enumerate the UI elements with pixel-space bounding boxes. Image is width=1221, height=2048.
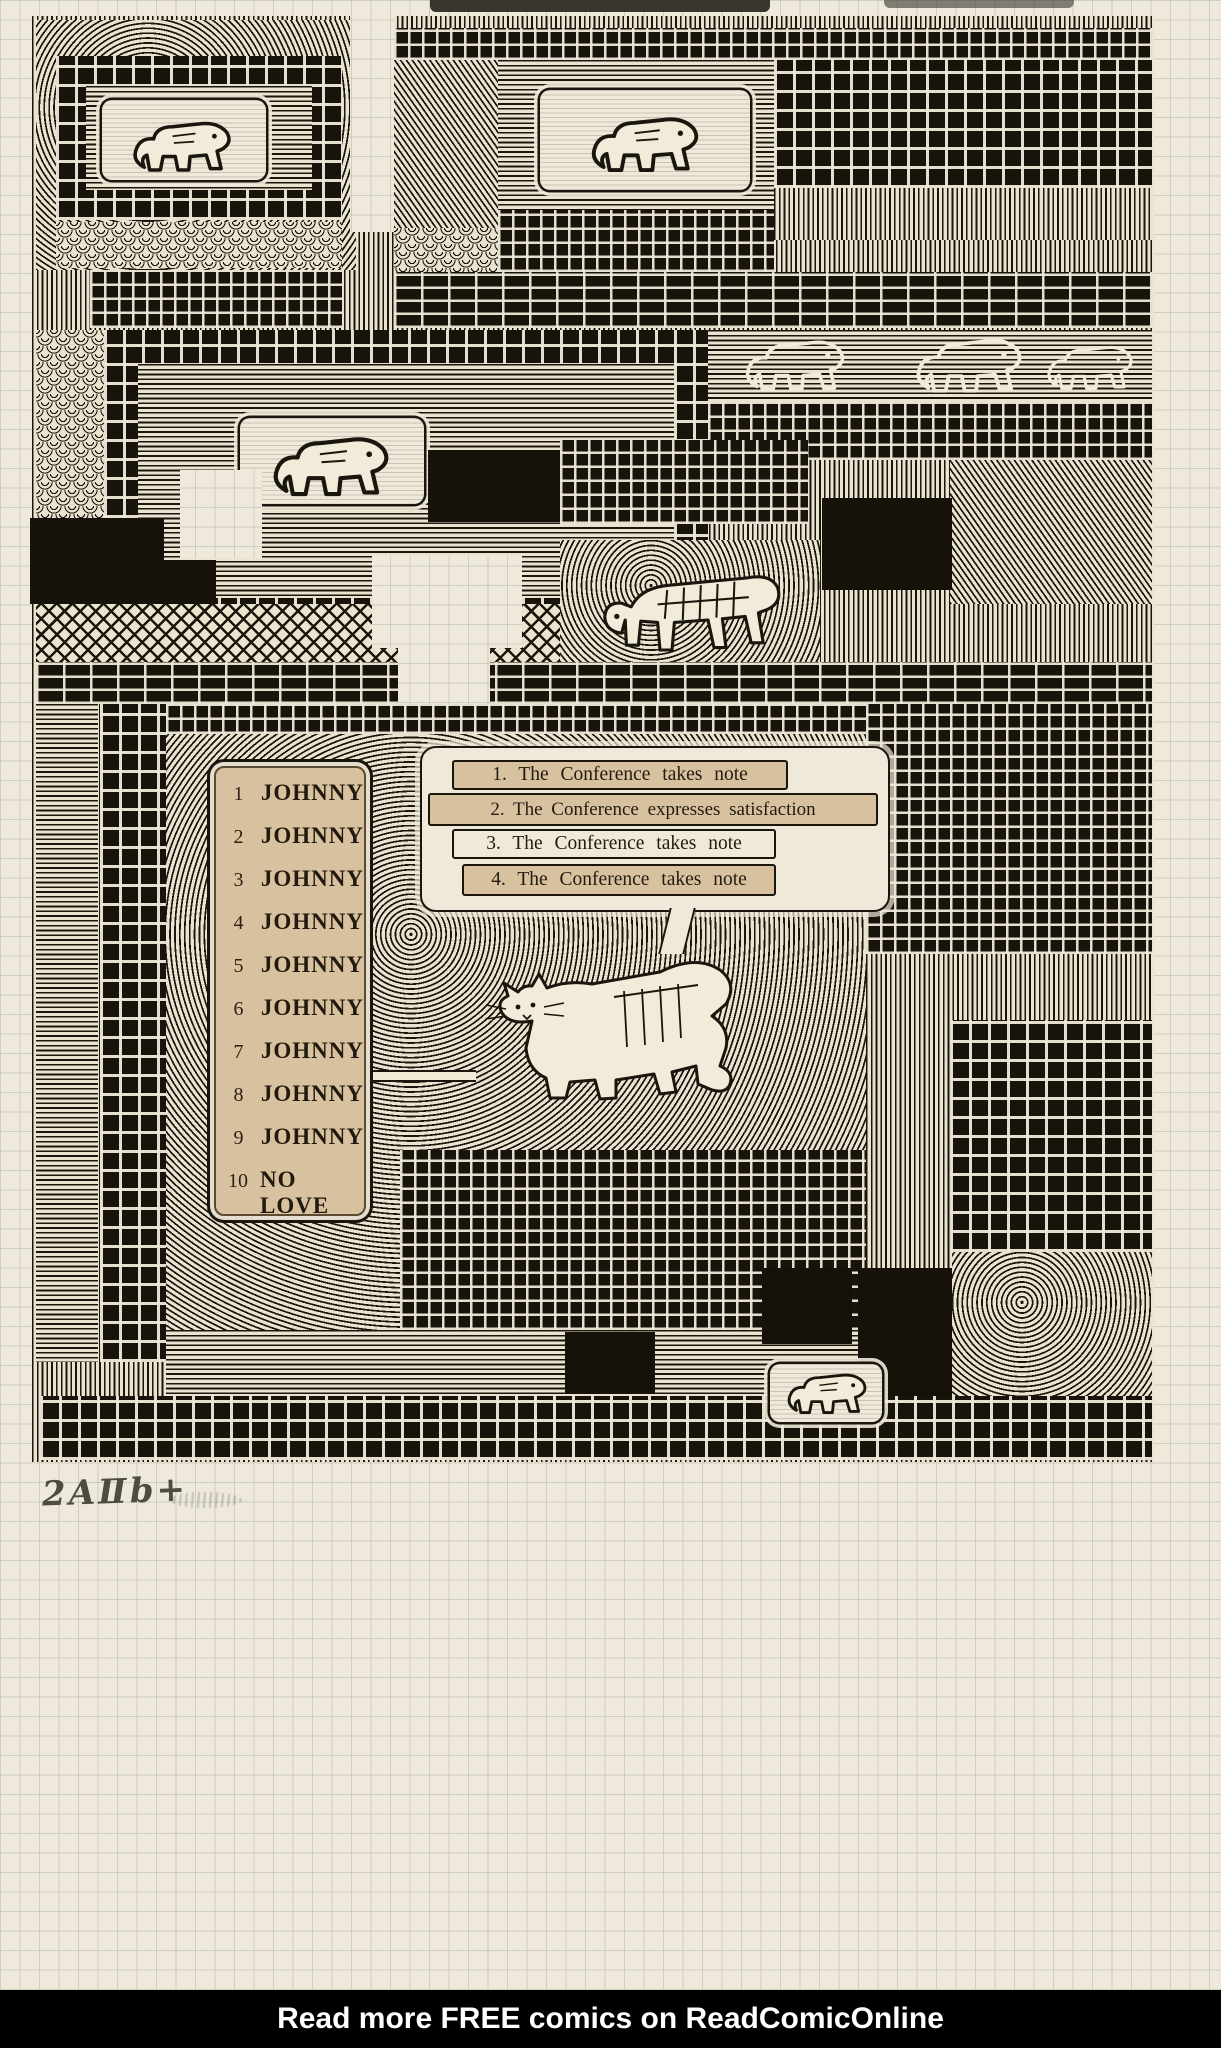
johnny-row: 4 JOHNNY	[216, 909, 364, 952]
johnny-number: 8	[233, 1084, 244, 1106]
tile-mosaic-block	[708, 402, 1152, 460]
johnny-word: JOHNNY	[260, 823, 364, 848]
small-creature-figure	[591, 117, 699, 172]
striation-block	[394, 60, 498, 228]
outline-creature-figure	[1047, 345, 1133, 390]
small-creature-figure	[787, 1373, 867, 1414]
johnny-word: JOHNNY	[260, 995, 364, 1020]
tile-mosaic-block	[166, 704, 866, 734]
brick-pattern-block	[394, 272, 1152, 328]
tile-mosaic-block	[498, 210, 774, 272]
ink-square	[565, 1332, 655, 1394]
tile-mosaic-block	[90, 270, 342, 328]
ink-square	[822, 498, 952, 590]
johnny-number: 1	[233, 783, 244, 805]
paper-gap	[180, 470, 262, 558]
johnny-number: 9	[233, 1127, 244, 1149]
johnny-row: 9 JOHNNY	[216, 1124, 364, 1167]
striation-block	[708, 330, 1152, 402]
striation-block	[950, 460, 1152, 604]
tile-mosaic-block	[394, 28, 1152, 60]
paper-gap	[372, 556, 522, 648]
banner-link[interactable]: Read more FREE comics on ReadComicOnline	[277, 2002, 944, 2035]
tile-mosaic-block	[40, 1396, 1152, 1460]
johnny-word: JOHNNY	[260, 1038, 364, 1063]
scallop-pattern-block	[36, 330, 104, 520]
johnny-row: 8 JOHNNY	[216, 1081, 364, 1124]
ink-square	[164, 560, 216, 606]
handwritten-code: 2AⅡb+	[41, 1469, 189, 1515]
conference-strip: 4. The Conference takes note	[462, 864, 776, 896]
johnny-number: 7	[233, 1041, 244, 1063]
pencil-scribble	[168, 1492, 242, 1508]
johnny-word: JOHNNY	[260, 1124, 364, 1149]
johnny-number: 4	[233, 912, 244, 934]
tile-mosaic-block	[774, 60, 1152, 188]
striation-block	[560, 540, 820, 670]
outline-creature-figure	[745, 340, 845, 391]
johnny-word: NO LOVE	[260, 1167, 330, 1218]
johnny-row: 2 JOHNNY	[216, 823, 364, 866]
johnny-row: 6 JOHNNY	[216, 995, 364, 1038]
tile-mosaic-block	[950, 1020, 1152, 1252]
striation-block	[774, 188, 1152, 240]
striation-block	[166, 1330, 866, 1396]
johnny-number: 2	[233, 826, 244, 848]
cat-figure	[485, 960, 733, 1101]
brick-pattern-block	[36, 662, 1152, 704]
johnny-row: 1 JOHNNY	[216, 780, 364, 823]
outline-creature-figure	[916, 338, 1022, 393]
johnny-row: 10 NO LOVE	[216, 1167, 364, 1218]
johnny-word: JOHNNY	[260, 909, 364, 934]
conference-strip: 1. The Conference takes note	[452, 760, 788, 790]
site-banner: Read more FREE comics on ReadComicOnline	[0, 1990, 1221, 2048]
scan-smudge	[884, 0, 1074, 8]
tile-mosaic-block	[100, 704, 166, 1362]
johnny-word: JOHNNY	[260, 1081, 364, 1106]
scallop-pattern-block	[394, 228, 498, 272]
striation-block	[952, 1252, 1152, 1396]
johnny-word: JOHNNY	[260, 952, 364, 977]
johnny-number: 5	[233, 955, 244, 977]
tile-mosaic-block	[866, 704, 1152, 954]
ink-square	[30, 518, 164, 604]
ink-square	[762, 1268, 852, 1344]
paper-gap	[350, 16, 394, 232]
conference-strip: 2. The Conference expresses satisfaction	[428, 793, 878, 826]
small-creature-figure	[133, 121, 231, 172]
skeleton-creature-figure	[603, 575, 781, 652]
johnny-number: 10	[228, 1170, 249, 1192]
scallop-pattern-block	[56, 222, 342, 268]
johnny-word: JOHNNY	[260, 780, 364, 805]
striation-block	[36, 704, 98, 1362]
tile-mosaic-block	[560, 440, 808, 524]
johnny-number: 3	[233, 869, 244, 891]
johnny-row: 7 JOHNNY	[216, 1038, 364, 1081]
scan-smudge	[430, 0, 770, 12]
johnny-row: 5 JOHNNY	[216, 952, 364, 995]
conference-strip: 3. The Conference takes note	[452, 829, 776, 859]
paper-gap	[398, 648, 490, 704]
small-creature-figure	[266, 432, 396, 502]
johnny-row: 3 JOHNNY	[216, 866, 364, 909]
connector-path	[364, 1070, 476, 1082]
johnny-word: JOHNNY	[260, 866, 364, 891]
ink-square	[428, 450, 560, 522]
johnny-number: 6	[233, 998, 244, 1020]
